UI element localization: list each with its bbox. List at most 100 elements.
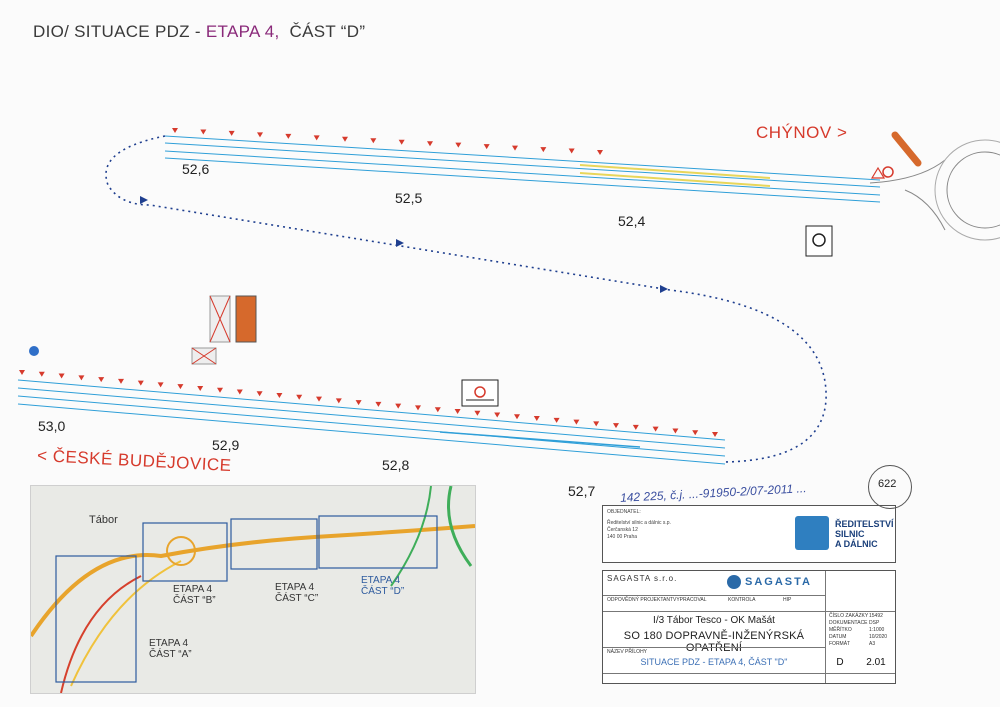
field-value: 15492 bbox=[869, 613, 883, 619]
rsd-line: SILNIC bbox=[835, 529, 865, 539]
sign-marker bbox=[568, 148, 575, 154]
detour-route bbox=[105, 135, 827, 463]
sign-marker bbox=[395, 403, 402, 409]
field-label: MĚŘÍTKO bbox=[829, 627, 852, 633]
client-block: OBJEDNATEL: Ředitelství silnic a dálnic … bbox=[602, 505, 896, 563]
km-label: 52,9 bbox=[212, 437, 240, 453]
map-label-line: ČÁST “B” bbox=[173, 595, 216, 606]
sheet-number: 2.01 bbox=[866, 657, 886, 668]
sign-marker bbox=[454, 408, 461, 414]
title-cast: ČÁST “D” bbox=[289, 22, 366, 41]
sign-marker bbox=[415, 405, 421, 411]
sign-marker bbox=[256, 391, 263, 397]
field-label: ČÍSLO ZAKÁZKY bbox=[829, 613, 869, 619]
signage-marks-lower bbox=[19, 370, 718, 437]
sign-marker bbox=[78, 375, 85, 381]
field-value: DSP bbox=[869, 620, 880, 626]
company-name: SAGASTA s.r.o. bbox=[607, 574, 678, 583]
sign-marker bbox=[632, 424, 639, 430]
sign-marker bbox=[514, 414, 520, 420]
sign-marker bbox=[533, 416, 540, 422]
title-prefix: DIO/ SITUACE PDZ - bbox=[33, 22, 206, 41]
sign-marker bbox=[483, 144, 490, 150]
field-value: 1:1000 bbox=[869, 627, 885, 633]
drawing-title: DIO/ SITUACE PDZ - ETAPA 4, ČÁST “D” bbox=[33, 22, 365, 42]
sign-marker bbox=[285, 133, 292, 139]
map-label-line: ČÁST “D” bbox=[361, 586, 405, 597]
sign-marker bbox=[593, 421, 600, 427]
roundabout bbox=[869, 139, 1000, 241]
field-label: DATUM bbox=[829, 634, 847, 640]
sign-marker bbox=[692, 430, 699, 436]
sign-marker bbox=[398, 139, 405, 145]
field-label: FORMÁT bbox=[829, 641, 851, 647]
sign-marker bbox=[512, 145, 518, 151]
stamp-seal-icon bbox=[868, 465, 912, 509]
sign-marker bbox=[672, 428, 679, 434]
sign-marker bbox=[355, 400, 362, 406]
map-city-label: Tábor bbox=[89, 514, 118, 526]
map-label-line: ETAPA 4 bbox=[149, 638, 189, 649]
rsd-line: ŘEDITELSTVÍ bbox=[835, 519, 894, 529]
map-label-line: ČÁST “C” bbox=[275, 593, 319, 604]
field-value: 10/2020 bbox=[869, 634, 888, 640]
section-label: NÁZEV PŘÍLOHY bbox=[607, 649, 648, 655]
sign-panel-uturn bbox=[805, 225, 833, 257]
map-label-line: ETAPA 4 bbox=[275, 582, 315, 593]
sign-marker bbox=[197, 385, 204, 391]
km-label: 52,6 bbox=[182, 161, 210, 177]
role-label: HIP bbox=[783, 597, 792, 603]
sign-marker bbox=[474, 410, 481, 416]
km-label: 53,0 bbox=[38, 418, 66, 434]
sign-marker bbox=[370, 138, 377, 144]
sign-marker bbox=[58, 373, 65, 379]
sign-marker bbox=[137, 380, 144, 386]
barrier-chynov bbox=[870, 131, 922, 179]
sign-marker bbox=[98, 377, 105, 383]
map-label-line: ETAPA 4 bbox=[173, 584, 213, 595]
upper-carriageway bbox=[164, 135, 881, 203]
sign-marker bbox=[228, 130, 235, 136]
sign-marker bbox=[276, 393, 283, 399]
role-label: ODPOVĚDNÝ PROJEKTANT bbox=[607, 597, 674, 603]
sign-marker bbox=[375, 401, 382, 407]
sign-panel-junction bbox=[461, 379, 499, 407]
sign-marker bbox=[342, 136, 348, 142]
sign-marker bbox=[434, 407, 441, 413]
sign-marker bbox=[172, 128, 178, 133]
km-label: 52,7 bbox=[568, 483, 596, 499]
so-title: SO 180 DOPRAVNĚ-INŽENÝRSKÁ OPATŘENÍ bbox=[623, 630, 805, 654]
km-label: 52,4 bbox=[618, 213, 646, 229]
sign-marker bbox=[236, 389, 243, 395]
owner-label: OBJEDNATEL: bbox=[607, 509, 641, 515]
part-letter: D bbox=[836, 657, 844, 668]
sign-marker bbox=[712, 432, 718, 437]
sign-marker bbox=[157, 382, 164, 388]
role-label: KONTROLA bbox=[728, 597, 756, 603]
km-label: 52,8 bbox=[382, 457, 410, 473]
sign-marker bbox=[597, 150, 603, 155]
signage-marks-upper bbox=[172, 128, 603, 155]
sign-marker bbox=[573, 419, 580, 425]
sign-marker bbox=[296, 394, 303, 400]
km-label: 52,5 bbox=[395, 190, 423, 206]
sign-marker bbox=[118, 378, 124, 384]
sign-marker bbox=[494, 412, 501, 418]
route-arrows bbox=[140, 196, 668, 293]
sign-marker bbox=[427, 141, 433, 147]
field-value: A3 bbox=[869, 641, 876, 647]
sign-marker bbox=[313, 135, 320, 141]
sign-panels-closure bbox=[191, 295, 257, 365]
sign-marker bbox=[316, 396, 322, 402]
sagasta-logo-text: SAGASTA bbox=[745, 576, 812, 588]
stamp-number: 622 bbox=[878, 478, 897, 490]
owner-city: 140 00 Praha bbox=[607, 534, 638, 540]
title-etapa: ETAPA 4, bbox=[205, 22, 280, 41]
sign-marker bbox=[177, 384, 184, 390]
